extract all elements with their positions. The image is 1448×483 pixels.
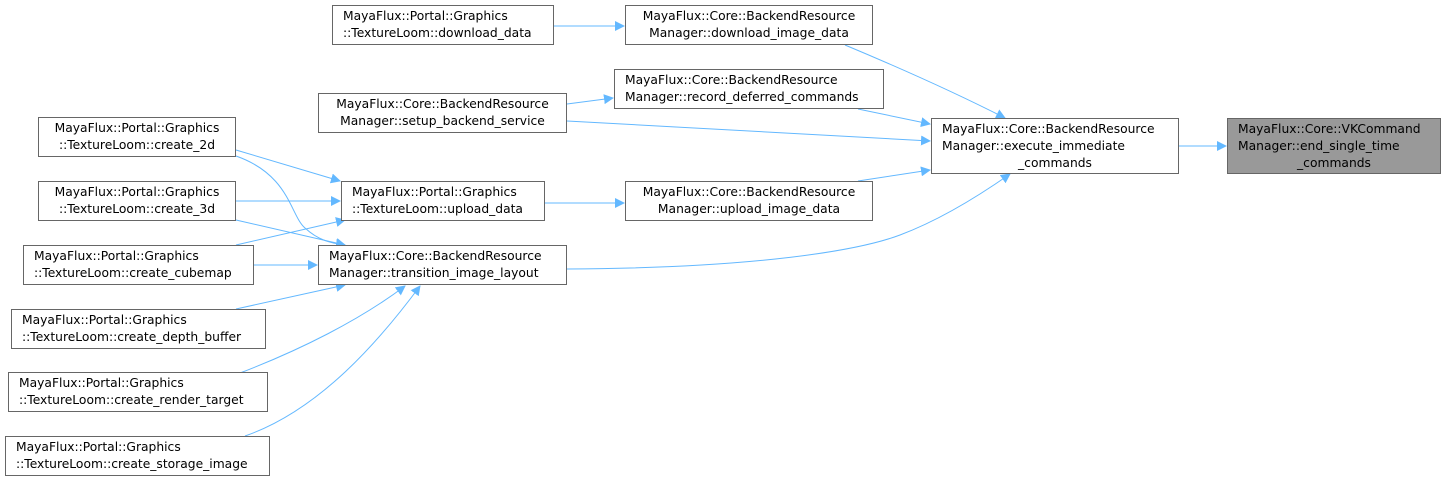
node-label: ::TextureLoom::create_3d — [58, 202, 216, 216]
node-label: MayaFlux::Core::BackendResource — [625, 73, 838, 87]
node-create-3d[interactable]: MayaFlux::Portal::Graphics::TextureLoom:… — [38, 181, 236, 221]
node-label: Manager::record_deferred_commands — [625, 90, 859, 104]
node-label: MayaFlux::Portal::Graphics — [22, 313, 187, 327]
node-label: MayaFlux::Portal::Graphics — [54, 185, 220, 199]
node-label: ::TextureLoom::download_data — [343, 26, 532, 40]
edge-storage-image-to-transition — [244, 285, 421, 437]
node-label: ::TextureLoom::create_depth_buffer — [22, 330, 242, 344]
node-label: MayaFlux::Portal::Graphics — [19, 376, 184, 390]
node-label: MayaFlux::Core::VKCommand — [1238, 121, 1421, 136]
node-label: MayaFlux::Portal::Graphics — [34, 249, 199, 263]
edge-render-target-to-transition — [239, 285, 406, 374]
edge-download-image-data-to-execute — [844, 44, 1006, 119]
node-create-storage-image[interactable]: MayaFlux::Portal::Graphics::TextureLoom:… — [5, 436, 270, 476]
node-label: ::TextureLoom::upload_data — [352, 202, 523, 216]
node-label: Manager::setup_backend_service — [340, 114, 545, 128]
node-label: MayaFlux::Core::BackendResource — [642, 9, 856, 23]
node-label: MayaFlux::Portal::Graphics — [343, 9, 508, 23]
node-label: Manager::transition_image_layout — [329, 266, 539, 280]
node-create-depth-buffer[interactable]: MayaFlux::Portal::Graphics::TextureLoom:… — [11, 309, 266, 349]
node-create-2d[interactable]: MayaFlux::Portal::Graphics::TextureLoom:… — [38, 117, 236, 157]
node-label: ::TextureLoom::create_render_target — [19, 393, 244, 407]
node-download-data[interactable]: MayaFlux::Portal::Graphics::TextureLoom:… — [332, 5, 554, 45]
node-label: Manager::download_image_data — [649, 26, 849, 40]
node-label: MayaFlux::Core::BackendResource — [329, 249, 542, 263]
node-label: Manager::upload_image_data — [657, 202, 841, 216]
node-create-render-target[interactable]: MayaFlux::Portal::Graphics::TextureLoom:… — [8, 372, 268, 412]
node-label: ::TextureLoom::create_cubemap — [34, 266, 232, 280]
node-upload-data[interactable]: MayaFlux::Portal::Graphics::TextureLoom:… — [341, 181, 545, 221]
edge-setup-to-execute — [566, 120, 931, 146]
node-label: MayaFlux::Core::BackendResource — [642, 185, 856, 199]
edge-record-deferred-to-execute — [857, 108, 931, 128]
edge-upload-image-data-to-execute — [857, 166, 931, 182]
node-label: MayaFlux::Portal::Graphics — [16, 440, 181, 454]
node-label: ::TextureLoom::create_storage_image — [16, 457, 248, 471]
edge-create-2d-to-transition — [235, 155, 346, 249]
node-label: Manager::execute_immediate — [942, 138, 1125, 153]
edge-create-2d-to-upload-data — [235, 149, 341, 184]
node-label: MayaFlux::Portal::Graphics — [54, 121, 220, 135]
node-label: ::TextureLoom::create_2d — [58, 138, 216, 152]
node-label: MayaFlux::Portal::Graphics — [352, 185, 517, 199]
edge-transition-to-execute — [566, 173, 1011, 270]
node-label: MayaFlux::Core::BackendResource — [942, 121, 1155, 136]
node-label: _commands — [1018, 155, 1092, 170]
node-create-cubemap[interactable]: MayaFlux::Portal::Graphics::TextureLoom:… — [23, 245, 254, 285]
node-label: MayaFlux::Core::BackendResource — [336, 97, 549, 111]
edge-depth-buffer-to-transition — [235, 282, 346, 310]
node-label: _commands — [1297, 155, 1371, 170]
edge-setup-to-record-deferred — [566, 94, 614, 105]
node-label: Manager::end_single_time — [1238, 138, 1400, 153]
edge-cubemap-to-upload-data — [235, 217, 346, 246]
